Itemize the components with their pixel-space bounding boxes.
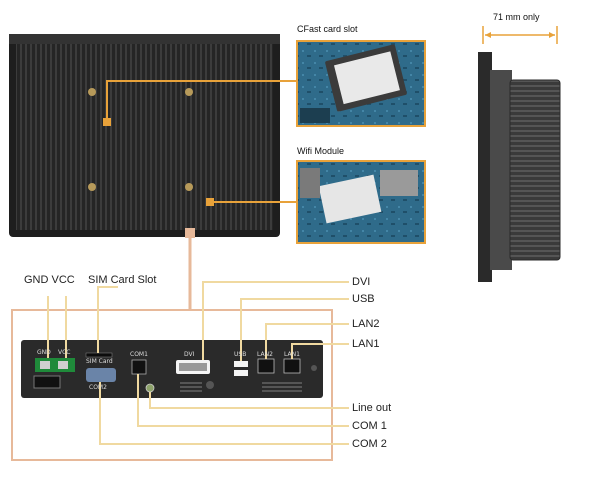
io-callout-lines	[47, 281, 349, 445]
lan1-port	[283, 358, 301, 374]
callout-marker	[103, 118, 111, 126]
port-text-com1: COM1	[130, 351, 148, 358]
wifi-inset-photo	[296, 160, 426, 244]
lan2-label: LAN2	[352, 318, 380, 330]
callout-marker	[206, 198, 214, 206]
port-text-lan1: LAN1	[284, 351, 300, 358]
lan1-label: LAN1	[352, 338, 380, 350]
mount-screw	[185, 88, 193, 96]
cfast-caption: CFast card slot	[297, 24, 358, 34]
port-text-lan2: LAN2	[257, 351, 273, 358]
usb-port	[234, 370, 248, 376]
depth-dimension	[482, 26, 558, 44]
inset-callouts	[106, 80, 297, 203]
sim-card-port	[85, 352, 113, 358]
port-text-sim: SIM Card	[86, 358, 113, 365]
io-detail-frame	[11, 309, 333, 461]
port-text-dvi: DVI	[184, 351, 195, 358]
com1-port	[131, 359, 147, 375]
rear-heatsink-view	[9, 34, 280, 237]
com2-port	[86, 368, 116, 382]
mount-screw	[185, 183, 193, 191]
mount-screw	[88, 183, 96, 191]
dvi-label: DVI	[352, 276, 371, 288]
com1-label: COM 1	[352, 420, 387, 432]
sim-card-slot-label: SIM Card Slot	[88, 274, 157, 286]
usb-port	[234, 361, 248, 367]
port-text-usb: USB	[234, 351, 247, 358]
port-text-vcc: VCC	[58, 349, 71, 356]
port-text-gnd: GND	[37, 349, 51, 356]
io-panel	[21, 340, 323, 398]
cfast-inset-photo	[296, 40, 426, 127]
port-text-com2: COM2	[89, 384, 107, 391]
line-out-label: Line out	[352, 402, 392, 414]
usb-label: USB	[352, 293, 375, 305]
wifi-caption: Wifi Module	[297, 146, 345, 156]
depth-caption: 71 mm only	[493, 12, 540, 22]
power-switch	[33, 375, 61, 389]
lan2-port	[257, 358, 275, 374]
line-out-port	[145, 383, 155, 393]
com2-label: COM 2	[352, 438, 387, 450]
side-profile-view	[478, 52, 561, 282]
mount-screw	[88, 88, 96, 96]
gnd-vcc-label: GND VCC	[24, 274, 75, 286]
